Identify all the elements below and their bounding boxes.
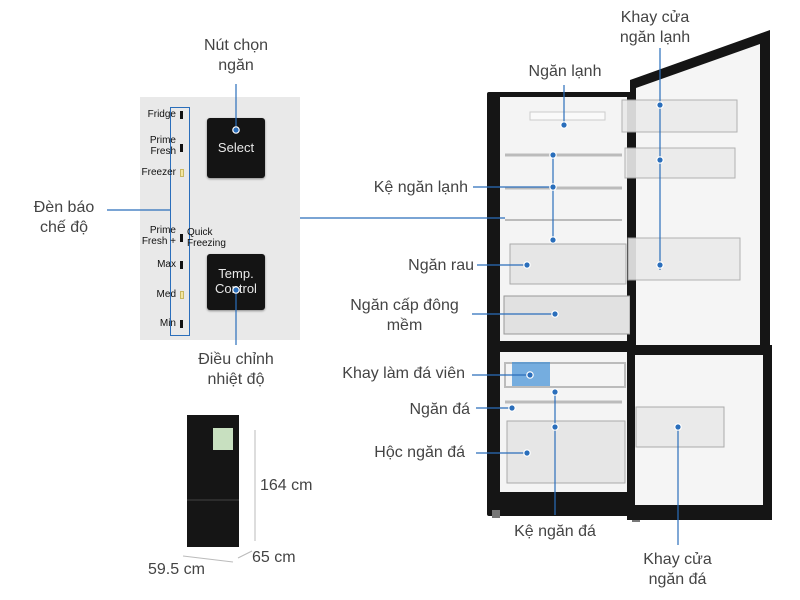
label-ngan-da: Ngăn đá [409, 401, 471, 418]
label-ngan-rau: Ngăn rau [408, 257, 474, 274]
mode-label: Med [156, 289, 176, 300]
select-button-label: Select [217, 140, 255, 155]
mode-label: Min [159, 318, 176, 329]
label-khay-lam-da-vien: Khay làm đá viên [342, 365, 465, 382]
mode-led-icon [180, 144, 183, 152]
dimension-height: 164 cm [260, 477, 313, 494]
label-ke-ngan-lanh: Kệ ngăn lạnh [373, 179, 468, 196]
mode-led-icon [180, 291, 184, 299]
mode-label: Freezer [141, 167, 176, 178]
label-ke-ngan-da: Kệ ngăn đá [514, 523, 596, 540]
mode-led-icon [180, 320, 183, 328]
mode-indicator-group [170, 107, 190, 336]
mode-led-icon [180, 234, 183, 242]
mode-led-icon [180, 261, 183, 269]
mode-led-icon [180, 111, 183, 119]
mode-label: Fridge [147, 109, 176, 120]
label-ngan-lanh: Ngăn lạnh [528, 63, 602, 80]
dimension-width: 59.5 cm [148, 561, 205, 578]
label-hoc-ngan-da: Hộc ngăn đá [374, 444, 465, 461]
mode-led-icon [180, 169, 184, 177]
dimension-depth: 65 cm [252, 549, 296, 566]
mode-label: Max [157, 259, 176, 270]
